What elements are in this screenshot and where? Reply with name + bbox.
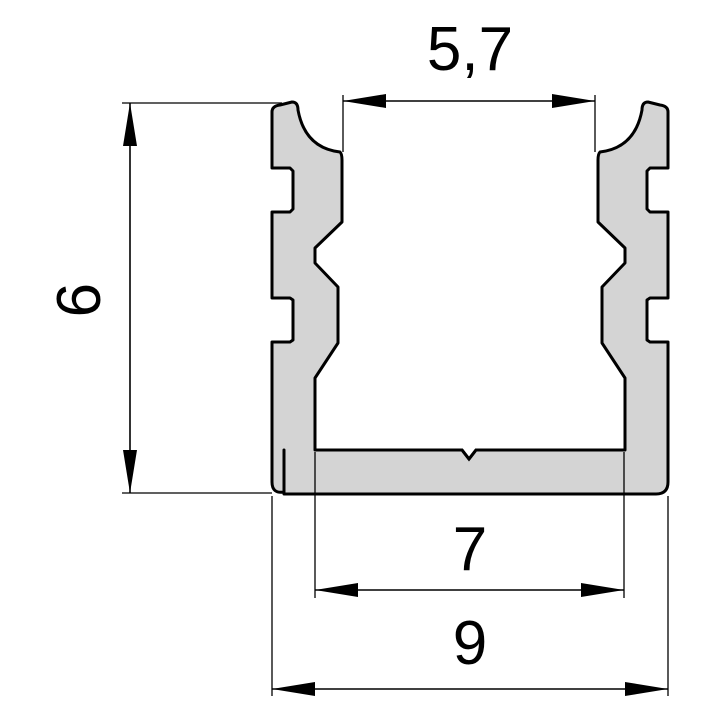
arrow-down-icon [123,450,137,493]
arrow-right-icon [552,94,595,108]
arrow-up-icon [123,103,137,146]
dimension-label-height: 9 [43,283,112,317]
arrow-right-icon [581,583,624,597]
aluminium-profile-section [270,100,670,496]
dimension-label-opening: 5,7 [427,15,513,84]
arrow-left-icon [315,583,358,597]
dimension-label-outer-width: 9 [453,609,487,678]
arrow-left-icon [272,682,315,696]
arrow-right-icon [625,682,668,696]
arrow-left-icon [343,94,386,108]
dimension-label-inner-width: 7 [453,515,487,584]
inner-floor-line [315,448,625,462]
